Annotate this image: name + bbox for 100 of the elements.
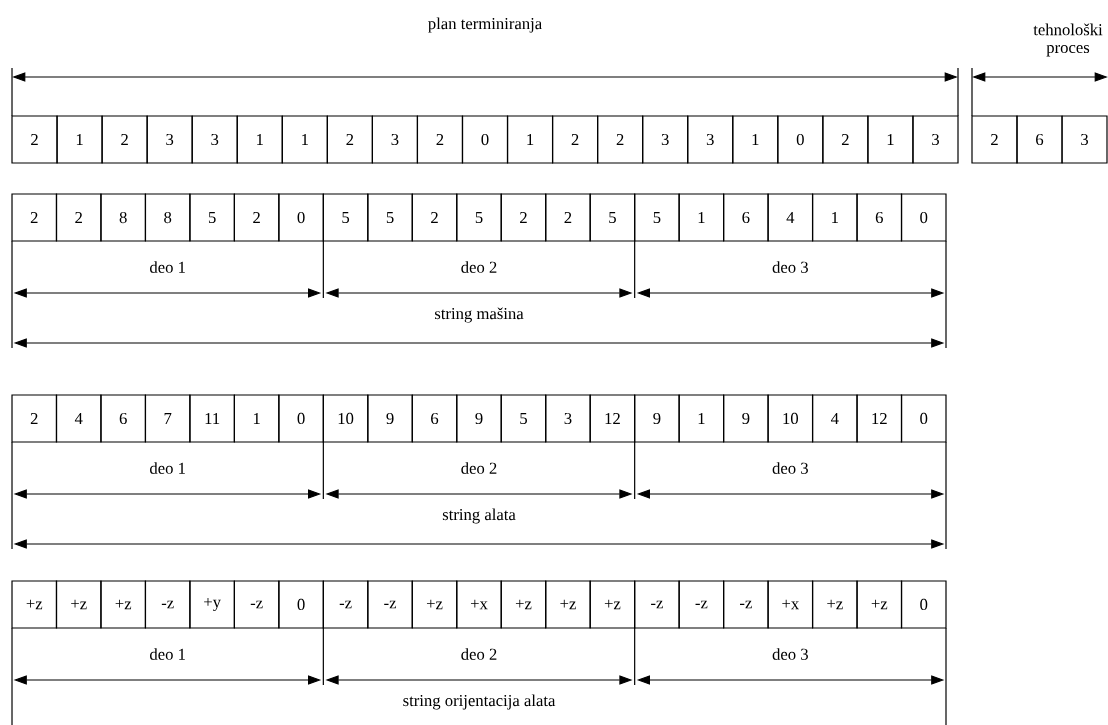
table-cell: 6 (723, 193, 769, 242)
table-cell: 1 (867, 115, 914, 164)
table-cell: +z (500, 580, 547, 629)
table-cell: +z (100, 580, 147, 629)
table-cell: 1 (732, 115, 779, 164)
table-cell: 0 (777, 115, 824, 164)
table-cell: 2 (552, 115, 599, 164)
dimension-label: deo 1 (150, 462, 185, 474)
table-cell: -z (723, 580, 769, 629)
table-cell: 5 (367, 193, 413, 242)
table-cell: 1 (281, 115, 328, 164)
table-cell: 2 (233, 193, 280, 242)
table-cell: 2 (597, 115, 644, 164)
table-cell: 5 (322, 193, 369, 242)
dimension-label: string orijentacija alata (403, 694, 556, 710)
table-cell: +x (456, 580, 502, 629)
table-cell: 0 (900, 193, 947, 242)
table-cell: -z (367, 580, 413, 629)
table-cell: 3 (1061, 115, 1108, 164)
table-cell: 9 (634, 394, 680, 443)
table-cell: 2 (822, 115, 869, 164)
table-cell: 5 (189, 193, 235, 242)
table-cell: 2 (55, 193, 102, 242)
table-cell: +x (767, 580, 814, 629)
table-cell: 2 (11, 193, 58, 242)
table-cell: 5 (500, 394, 547, 443)
table-cell: 4 (55, 394, 102, 443)
table-cell: 12 (856, 394, 903, 443)
table-cell: 4 (811, 394, 858, 443)
table-cell: 11 (189, 394, 235, 443)
table-cell: -z (322, 580, 369, 629)
table-cell: 9 (456, 394, 502, 443)
table-cell: +z (589, 580, 636, 629)
table-cell: 2 (11, 394, 58, 443)
table-cell: 1 (678, 394, 725, 443)
table-cell: 3 (191, 115, 238, 164)
table-cell: 3 (642, 115, 689, 164)
table-cell: 2 (500, 193, 547, 242)
dimension-label: deo 3 (772, 261, 808, 273)
table-cell: +z (11, 580, 58, 629)
table-cell: 5 (589, 193, 636, 242)
table-cell: 8 (144, 193, 191, 242)
table-cell: 10 (767, 394, 814, 443)
table-cell: 6 (100, 394, 147, 443)
table-cell: -z (634, 580, 680, 629)
table-cell: 1 (233, 394, 280, 443)
table-cell: 6 (1016, 115, 1063, 164)
table-cell: 1 (811, 193, 858, 242)
table-cell: 6 (856, 193, 903, 242)
dimension-label: deo 2 (461, 261, 497, 273)
table-cell: 1 (236, 115, 283, 164)
table-cell: -z (144, 580, 191, 629)
table-cell: 2 (971, 115, 1018, 164)
table-cell: 2 (411, 193, 458, 242)
dimension-label: string alata (442, 508, 516, 524)
section-title: plan terminiranja (428, 17, 542, 33)
table-cell: 6 (411, 394, 458, 443)
table-cell: 9 (723, 394, 769, 443)
table-cell: 2 (101, 115, 148, 164)
table-cell: 3 (545, 394, 591, 443)
table-cell: 2 (545, 193, 591, 242)
dimension-label: deo 3 (772, 648, 808, 660)
table-cell: 3 (687, 115, 734, 164)
table-cell: -z (233, 580, 280, 629)
table-cell: +z (545, 580, 591, 629)
table-cell: 5 (634, 193, 680, 242)
table-cell: +y (189, 580, 235, 629)
table-cell: 5 (456, 193, 502, 242)
table-cell: +z (411, 580, 458, 629)
dimension-label: deo 1 (150, 648, 185, 660)
table-cell: 1 (506, 115, 554, 164)
table-cell: 3 (371, 115, 419, 164)
dimension-label: deo 2 (461, 462, 497, 474)
dimension-label: deo 2 (461, 648, 497, 660)
table-cell: -z (678, 580, 725, 629)
table-cell: 0 (900, 394, 947, 443)
table-cell: 2 (11, 115, 58, 164)
table-cell: 12 (589, 394, 636, 443)
table-cell: 1 (678, 193, 725, 242)
dimension-label: deo 3 (772, 462, 808, 474)
table-cell: 8 (100, 193, 147, 242)
table-cell: +z (856, 580, 903, 629)
dimension-label: string mašina (435, 307, 524, 323)
table-cell: 0 (278, 394, 324, 443)
table-cell: 2 (416, 115, 464, 164)
section-title: tehnološki proces (1033, 23, 1103, 57)
table-cell: 7 (144, 394, 191, 443)
table-cell: 1 (56, 115, 103, 164)
table-cell: 0 (900, 580, 947, 629)
table-cell: 10 (322, 394, 369, 443)
table-cell: 3 (146, 115, 193, 164)
table-cell: 0 (278, 580, 324, 629)
table-cell: 3 (912, 115, 959, 164)
table-cell: +z (811, 580, 858, 629)
table-cell: 9 (367, 394, 413, 443)
table-cell: 4 (767, 193, 814, 242)
dimension-label: deo 1 (150, 261, 185, 273)
table-cell: 0 (461, 115, 509, 164)
table-cell: 0 (278, 193, 324, 242)
table-cell: +z (55, 580, 102, 629)
